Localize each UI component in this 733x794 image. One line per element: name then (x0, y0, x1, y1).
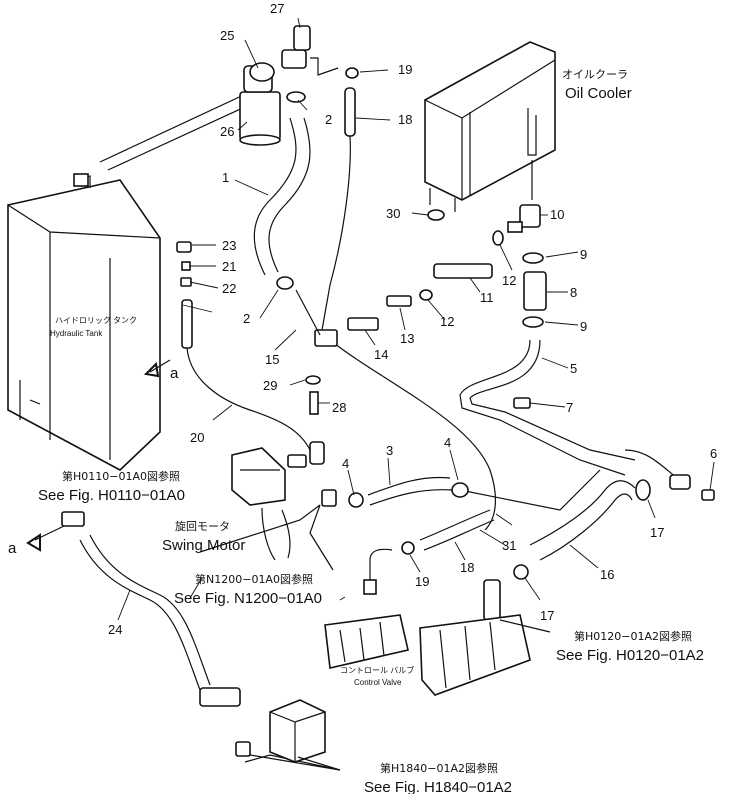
part-number-17b: 17 (540, 608, 554, 623)
hydraulic-tank (7, 91, 261, 471)
part-number-30: 30 (386, 206, 400, 221)
pipe-18-upper (321, 87, 356, 331)
ref-h0110[interactable]: See Fig. H0110−01A0 (38, 487, 185, 504)
swing-motor-label: Swing Motor (162, 537, 245, 554)
part-number-24: 24 (108, 622, 122, 637)
long-return-line (329, 339, 496, 531)
part-number-9b: 9 (580, 319, 587, 334)
tank-label: Hydraulic Tank (50, 329, 103, 338)
part-number-4: 4 (444, 435, 451, 450)
part-number-9: 9 (580, 247, 587, 262)
ref-h0120-jp[interactable]: 第H0120−01A2図参照 (574, 629, 692, 643)
part-number-2b: 2 (243, 311, 250, 326)
part-number-17: 17 (650, 525, 664, 540)
part-number-21: 21 (222, 259, 236, 274)
leader-lines (117, 17, 715, 621)
line-4-connector (459, 469, 601, 511)
part-number-5: 5 (570, 361, 577, 376)
hose-16 (529, 480, 636, 561)
marker-a-lower: a (8, 540, 17, 557)
part-number-29: 29 (263, 378, 277, 393)
part-number-27: 27 (270, 1, 284, 16)
part-number-28: 28 (332, 400, 346, 415)
control-valve (324, 614, 531, 696)
control-valve-label: Control Valve (354, 678, 402, 687)
hose-5-pipe (459, 339, 691, 490)
part-number-20: 20 (190, 430, 204, 445)
ref-h1840-jp[interactable]: 第H1840−01A2図参照 (380, 761, 498, 775)
part-number-26: 26 (220, 124, 234, 139)
ref-h0110-jp[interactable]: 第H0110−01A0図参照 (62, 469, 180, 483)
part-number-16: 16 (600, 567, 614, 582)
part-number-19b: 19 (415, 574, 429, 589)
part-number-14: 14 (374, 347, 388, 362)
part-number-labels: 25 27 19 2 18 26 1 30 10 23 9 21 12 22 8… (108, 1, 717, 637)
oil-cooler-label-jp: オイルクーラ (562, 68, 628, 81)
part-number-15: 15 (265, 352, 279, 367)
part-number-2: 2 (325, 112, 332, 127)
part-number-12: 12 (502, 273, 516, 288)
part-number-3: 3 (386, 443, 393, 458)
swing-motor (231, 447, 291, 561)
oil-cooler-label: Oil Cooler (565, 85, 632, 102)
part-number-11: 11 (480, 290, 494, 305)
reference-arrows (26, 359, 551, 771)
hose-24 (79, 534, 241, 707)
oil-cooler (424, 41, 556, 212)
ref-n1200[interactable]: See Fig. N1200−01A0 (174, 590, 322, 607)
part-number-4b: 4 (342, 456, 349, 471)
control-valve-label-jp: コントロール バルブ (340, 665, 414, 675)
swing-motor-label-jp: 旋回モータ (175, 519, 230, 533)
part-number-31: 31 (502, 538, 516, 553)
hose-1 (253, 117, 311, 276)
hose-31 (419, 509, 495, 551)
ref-h1840[interactable]: See Fig. H1840−01A2 (364, 779, 512, 794)
valve-block (269, 699, 326, 763)
part-number-8: 8 (570, 285, 577, 300)
part-number-19: 19 (398, 62, 412, 77)
tank-label-jp: ハイドロリック タンク (55, 316, 137, 325)
part-number-13: 13 (400, 331, 414, 346)
part-number-23: 23 (222, 238, 236, 253)
component-labels: オイルクーラ Oil Cooler ハイドロリック タンク Hydraulic … (8, 68, 632, 687)
ref-n1200-jp[interactable]: 第N1200−01A0図参照 (195, 572, 313, 586)
part-number-12b: 12 (440, 314, 454, 329)
return-filter (239, 25, 339, 146)
ref-h0120[interactable]: See Fig. H0120−01A2 (556, 647, 704, 664)
pipe-20 (181, 299, 311, 451)
fittings (61, 67, 715, 757)
figure-references: 第H0110−01A0図参照 See Fig. H0110−01A0 第N120… (38, 469, 704, 794)
hose-3 (367, 476, 453, 506)
part-number-22: 22 (222, 281, 236, 296)
part-number-25: 25 (220, 28, 234, 43)
part-number-18: 18 (398, 112, 412, 127)
part-number-18b: 18 (460, 560, 474, 575)
part-number-1: 1 (222, 170, 229, 185)
lines-to-valve-block (244, 754, 341, 771)
part-number-6: 6 (710, 446, 717, 461)
part-number-7: 7 (566, 400, 573, 415)
marker-a-upper: a (170, 365, 179, 382)
part-number-10: 10 (550, 207, 564, 222)
